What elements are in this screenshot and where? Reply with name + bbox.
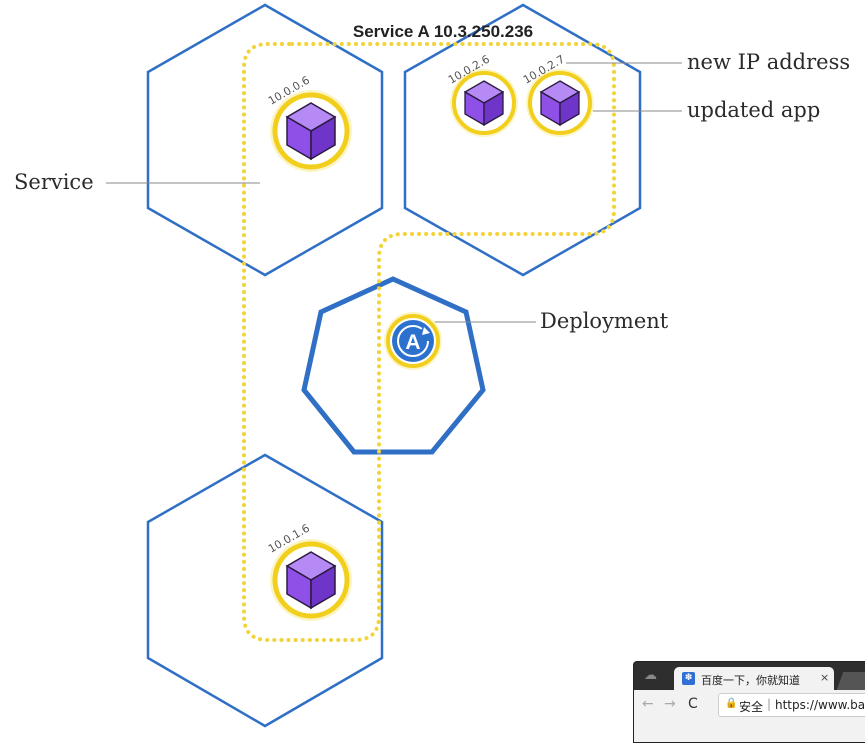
address-url: https://www.ba <box>775 698 865 712</box>
pod-10-0-2-6 <box>450 69 518 137</box>
reload-icon[interactable]: C <box>688 696 698 712</box>
node-hexagon-top-right <box>403 3 642 277</box>
deployment-letter: A <box>405 331 420 354</box>
cube-icon <box>463 80 505 127</box>
baidu-paw-icon: ✽ <box>682 672 695 685</box>
browser-window: ☁ ✽ 百度一下，你就知道 × ← → C 🔒 安全 | https://www… <box>633 661 865 743</box>
deployment-icon: A <box>384 312 442 370</box>
back-arrow-icon[interactable]: ← <box>642 696 654 712</box>
lock-icon: 🔒 <box>725 698 738 709</box>
service-boundary <box>242 42 616 642</box>
cube-icon <box>285 551 337 610</box>
service-label: Service <box>14 170 94 194</box>
browser-profile-icon[interactable]: ☁ <box>644 668 657 683</box>
address-bar[interactable]: 🔒 安全 | https://www.ba <box>718 693 865 717</box>
tab-close-icon[interactable]: × <box>820 671 830 684</box>
pod-10-0-1-6 <box>270 539 352 621</box>
address-separator: | <box>767 697 772 711</box>
browser-tab-title: 百度一下，你就知道 <box>701 674 800 687</box>
cube-icon <box>539 80 581 127</box>
cube-icon <box>285 102 337 161</box>
browser-tab-bar: ☁ ✽ 百度一下，你就知道 × <box>634 662 865 690</box>
node-hexagon-bottom <box>146 453 384 728</box>
browser-toolbar: ← → C 🔒 安全 | https://www.ba <box>634 690 865 742</box>
updated-app-label: updated app <box>687 98 820 122</box>
new-ip-address-label: new IP address <box>687 50 850 74</box>
pod-10-0-0-6 <box>270 90 352 172</box>
secure-label: 安全 <box>739 700 764 714</box>
deployment-heptagon <box>301 276 486 455</box>
browser-tab[interactable]: ✽ 百度一下，你就知道 × <box>674 667 834 690</box>
deployment-label: Deployment <box>540 309 669 333</box>
service-title: Service A 10.3.250.236 <box>353 22 533 41</box>
forward-arrow-icon[interactable]: → <box>664 696 676 712</box>
node-hexagon-top-left <box>146 3 384 277</box>
new-tab-button[interactable] <box>836 672 865 690</box>
pod-10-0-2-7 <box>526 69 594 137</box>
